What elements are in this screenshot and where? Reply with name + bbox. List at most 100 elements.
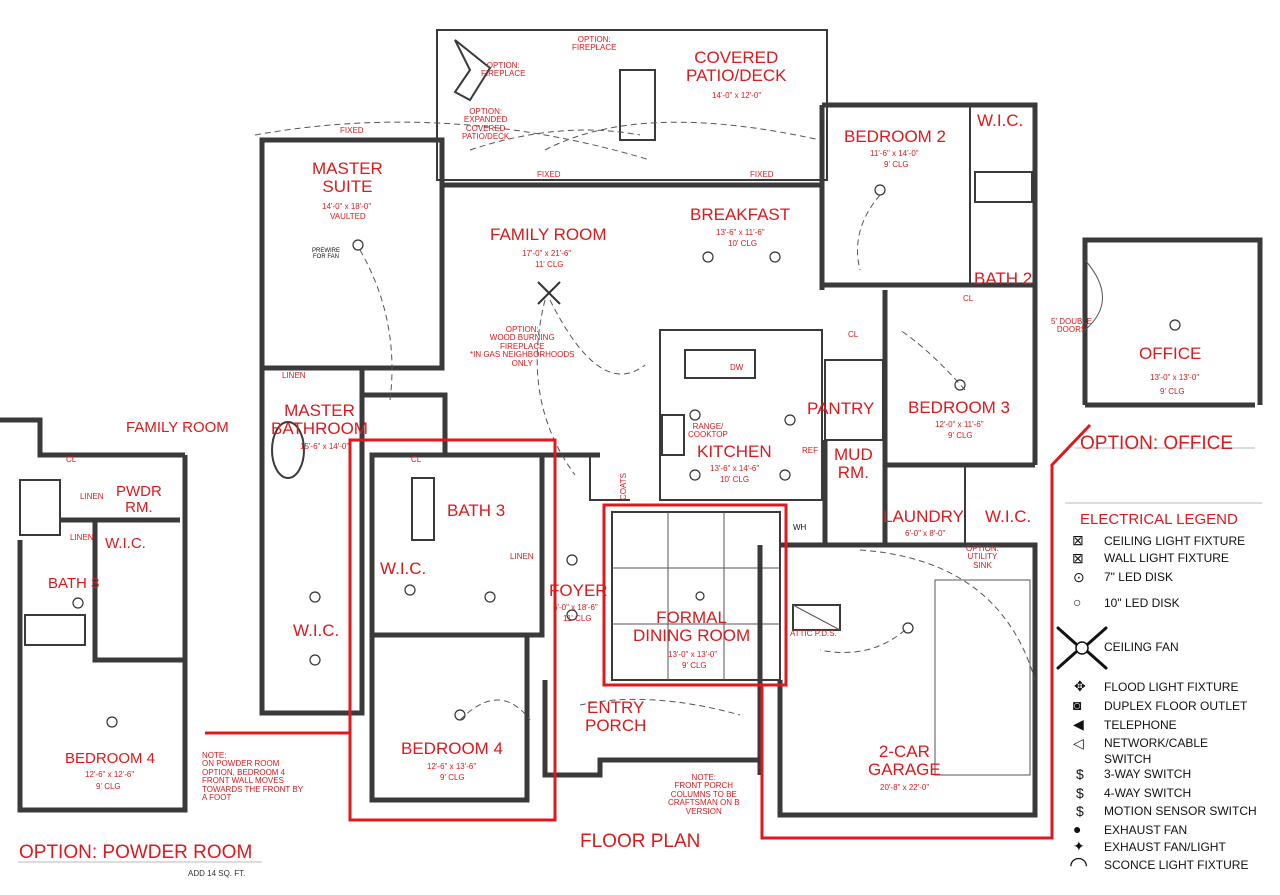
bedroom4-label: BEDROOM 4 [401,739,504,758]
kitchen-dims: 13'-6" x 14'-6" [710,464,760,473]
master-bath-walls [259,365,365,716]
ceiling-fan-icon [1056,626,1108,670]
top-fireplace-shape [619,69,656,141]
legend-exhaust-fan: EXHAUST FAN [1104,823,1188,837]
linen-label-1: LINEN [282,371,306,380]
pwdr-bedroom4-label: BEDROOM 4 [65,750,156,767]
foyer-label: FOYER [549,581,608,600]
water-heater-label: WH [793,523,807,532]
formal-dining-clg: 9' CLG [682,661,707,670]
garage-label: 2-CAR GARAGE [868,742,941,779]
mud-room-label: MUD RM. [834,445,873,482]
sconce-light-icon: ◠ [1069,852,1089,877]
legend-wall-light: WALL LIGHT FIXTURE [1104,551,1229,565]
fixed-window-3: FIXED [750,170,774,179]
master-suite-label: MASTER SUITE [312,159,383,196]
bedroom4-clg: 9' CLG [440,773,465,782]
legend-exhaust-fan-light: EXHAUST FAN/LIGHT [1104,840,1226,854]
master-bath-dims: 15'-6" x 14'-0" [300,442,350,451]
pwdr-bedroom4-dims: 12'-6" x 12'-6" [85,770,135,779]
bedroom2-dims: 11'-6" x 14'-0" [870,149,919,158]
master-suite-clg: VAULTED [330,212,366,221]
entry-porch-label: ENTRY PORCH [585,698,647,735]
ref-label: REF [802,446,818,455]
double-doors-note: 5' DOUBLE DOORS [1051,317,1093,335]
kitchen-clg: 10' CLG [720,475,750,484]
legend-telephone: TELEPHONE [1104,718,1177,732]
attic-pds-label: ATTIC P.D.S. [790,629,837,638]
pantry-label: PANTRY [807,399,875,418]
family-room-label: FAMILY ROOM [490,225,607,244]
bedroom4-dims: 12'-6" x 13'-6" [427,762,477,771]
office-option-walls [1082,237,1263,405]
pwdr-linen-1: LINEN [80,492,104,501]
option-powder-room-title: OPTION: POWDER ROOM [19,842,253,863]
formal-dining-label: FORMAL DINING ROOM [633,608,751,645]
formal-dining-dims: 13'-0" x 13'-0" [668,650,718,659]
legend-led-10: 10" LED DISK [1104,596,1180,610]
pwdr-room-label: PWDR RM. [116,483,162,516]
wic-bath3-label: W.I.C. [380,559,427,578]
kitchen-label: KITCHEN [697,442,772,461]
pwdr-closet: CL [66,455,77,464]
ceiling-light-icon: ⊠ [1072,532,1084,548]
front-porch-note: NOTE: FRONT PORCH COLUMNS TO BE CRAFTSMA… [668,773,740,816]
family-room-clg: 11' CLG [535,260,564,269]
garage-dims: 20'-8" x 22'-0" [880,783,930,792]
legend-sconce-light: SCONCE LIGHT FIXTURE [1104,858,1249,872]
bedroom3-clg: 9' CLG [948,431,973,440]
family-room-dims: 17'-0" x 21'-6" [522,249,572,258]
breakfast-dims: 13'-6" x 11'-6" [716,228,765,237]
legend-ceiling-fan: CEILING FAN [1104,640,1179,654]
exhaust-fan-icon: ● [1073,821,1082,837]
floor-plan-title: FLOOR PLAN [580,831,701,852]
three-way-switch-icon: $ [1076,766,1084,782]
legend-three-way: 3-WAY SWITCH [1104,767,1192,781]
legend-network-switch: NETWORK/CABLE SWITCH [1104,736,1209,766]
powder-room-note: NOTE: ON POWDER ROOM OPTION, BEDROOM 4 F… [202,751,304,802]
telephone-icon: ◀ [1073,716,1084,732]
range-cooktop-label: RANGE/ COOKTOP [688,422,728,440]
led-disk-7-icon: ⊙ [1073,569,1085,585]
closet-label-3: CL [963,294,974,303]
flood-light-icon: ✥ [1074,678,1086,694]
covered-patio-label: COVERED PATIO/DECK [686,48,787,85]
breakfast-label: BREAKFAST [690,205,791,224]
duplex-outlet-icon: ◙ [1073,697,1082,713]
legend-led-7: 7" LED DISK [1104,570,1173,584]
option-fireplace-top: OPTION: FIREPLACE [572,35,617,53]
wic-laundry-label: W.I.C. [985,507,1032,526]
coats-closet-label: COATS [619,473,628,500]
utility-sink-option: OPTION: UTILITY SINK [966,544,999,570]
legend-four-way: 4-WAY SWITCH [1104,786,1192,800]
wic-top-label: W.I.C. [977,111,1024,130]
fixed-window-2: FIXED [537,170,561,179]
led-disk-10-icon: ○ [1073,594,1082,610]
option-fireplace-patio: OPTION: FIREPLACE [481,61,526,79]
foyer-dims: 6'-0" x 18'-6" [553,603,598,612]
legend-ceiling-light: CEILING LIGHT FIXTURE [1104,534,1246,548]
laundry-dims: 6'-0" x 8'-0" [905,529,946,538]
fixed-window-1: FIXED [340,126,364,135]
option-expanded-patio: OPTION: EXPANDED COVERED PATIO/DECK [462,107,510,142]
family-fan-symbol [537,281,561,305]
master-bath-label: MASTER BATHROOM [271,401,368,438]
pwdr-linen-2: LINEN [70,533,94,542]
pwdr-bath3-label: BATH 3 [48,575,100,592]
legend-duplex-outlet: DUPLEX FLOOR OUTLET [1104,699,1248,713]
bath2-label: BATH 2 [974,269,1033,288]
breakfast-clg: 10' CLG [728,239,758,248]
pwdr-wic-label: W.I.C. [105,535,146,552]
network-switch-icon: ◁ [1073,735,1084,751]
bedroom3-dims: 12'-0" x 11'-6" [935,420,984,429]
foyer-clg: 11' CLG [563,614,592,623]
bath3-bedroom4-highlight [348,438,557,822]
master-suite-dims: 14'-0" x 18'-0" [322,202,372,211]
bedroom2-clg: 9' CLG [884,160,909,169]
closet-label-1: CL [411,455,422,464]
motion-switch-icon: $ [1076,803,1084,819]
linen-label-2: LINEN [510,552,534,561]
office-dims: 13'-0" x 13'-0" [1150,373,1200,382]
bedroom3-label: BEDROOM 3 [908,398,1011,417]
